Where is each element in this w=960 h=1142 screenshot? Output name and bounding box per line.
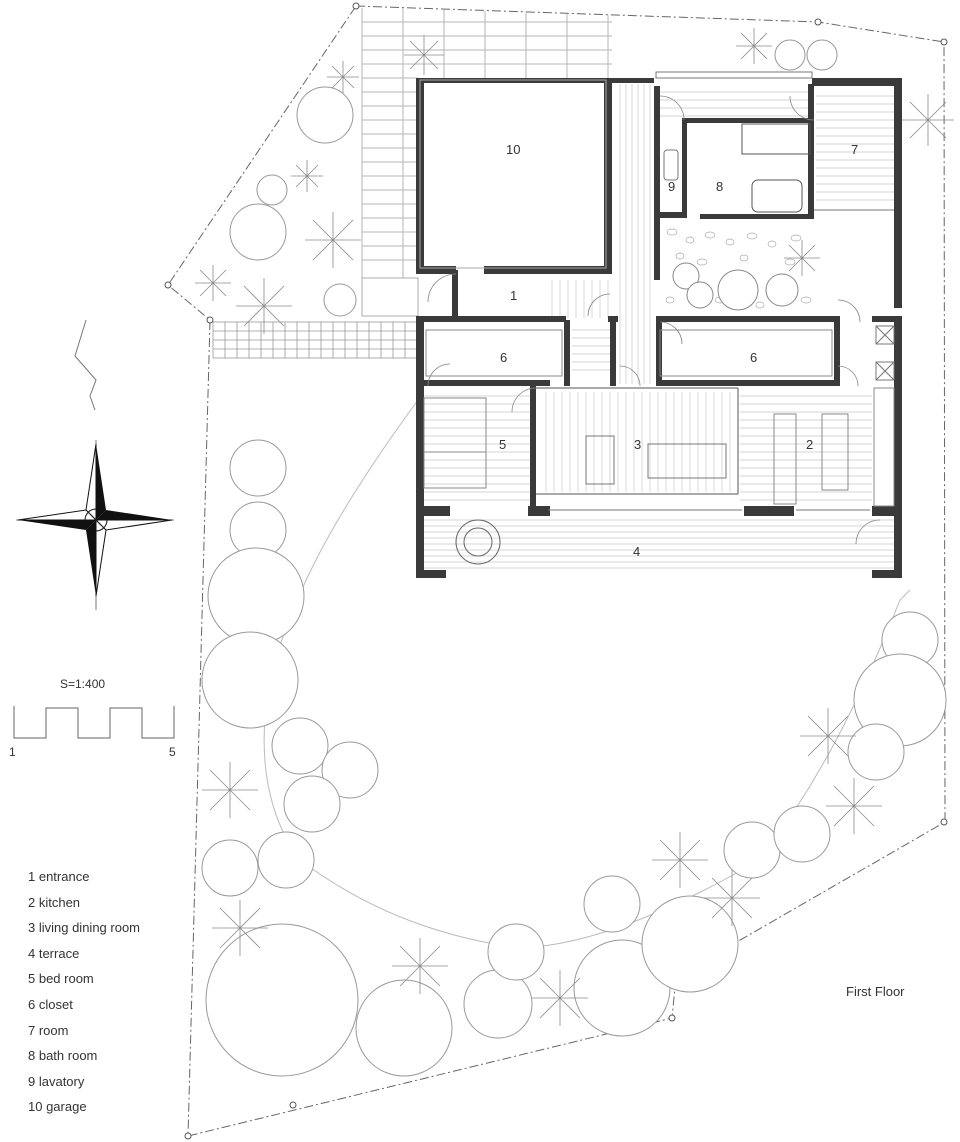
door-swings	[427, 95, 881, 545]
legend-item: 1 entrance	[28, 869, 90, 884]
compass-rose-icon	[16, 319, 174, 610]
site-boundary	[167, 5, 946, 1137]
floor-label: First Floor	[846, 984, 905, 999]
floor-boards	[420, 84, 898, 569]
room-number-garage: 10	[506, 142, 520, 157]
garden-path	[263, 399, 911, 949]
room-number-bedroom: 5	[499, 437, 506, 452]
room-number-bath: 8	[716, 179, 723, 194]
room-number-entrance: 1	[510, 288, 517, 303]
palm-icon	[195, 28, 954, 1026]
tree-icon	[201, 39, 947, 1077]
room-number-closet-right: 6	[750, 350, 757, 365]
room-number-room: 7	[851, 142, 858, 157]
room-legend: 1 entrance 2 kitchen 3 living dining roo…	[28, 864, 140, 1120]
scale-min-label: 1	[9, 745, 16, 759]
legend-item: 7 room	[28, 1022, 69, 1038]
scale-max-label: 5	[169, 745, 176, 759]
legend-item: 8 bath room	[28, 1048, 98, 1064]
legend-item: 4 terrace	[28, 945, 80, 961]
legend-item: 9 lavatory	[28, 1073, 85, 1089]
courtyard-trees	[672, 262, 799, 311]
room-number-kitchen: 2	[806, 437, 813, 452]
room-number-closet-left: 6	[500, 350, 507, 365]
room-number-lavatory: 9	[668, 179, 675, 194]
legend-item: 6 closet	[28, 996, 73, 1012]
legend-item: 3 living dining room	[28, 920, 141, 936]
courtyard-pebbles	[665, 228, 812, 309]
legend-item: 10 garage	[28, 1099, 87, 1115]
walls	[416, 78, 902, 578]
room-number-terrace: 4	[633, 544, 640, 559]
room-number-living: 3	[634, 437, 641, 452]
legend-item: 2 kitchen	[28, 894, 81, 910]
parking-pavers	[361, 8, 612, 278]
room-numbers: 10 7 9 8 1 6 6 5 3 2 4	[499, 142, 858, 559]
interior-lines	[419, 71, 895, 565]
legend-item: 5 bed room	[28, 971, 94, 987]
approach-path	[212, 321, 419, 359]
scale-label: S=1:400	[60, 677, 106, 691]
entry-step	[361, 277, 419, 317]
scale-bar	[13, 706, 175, 739]
